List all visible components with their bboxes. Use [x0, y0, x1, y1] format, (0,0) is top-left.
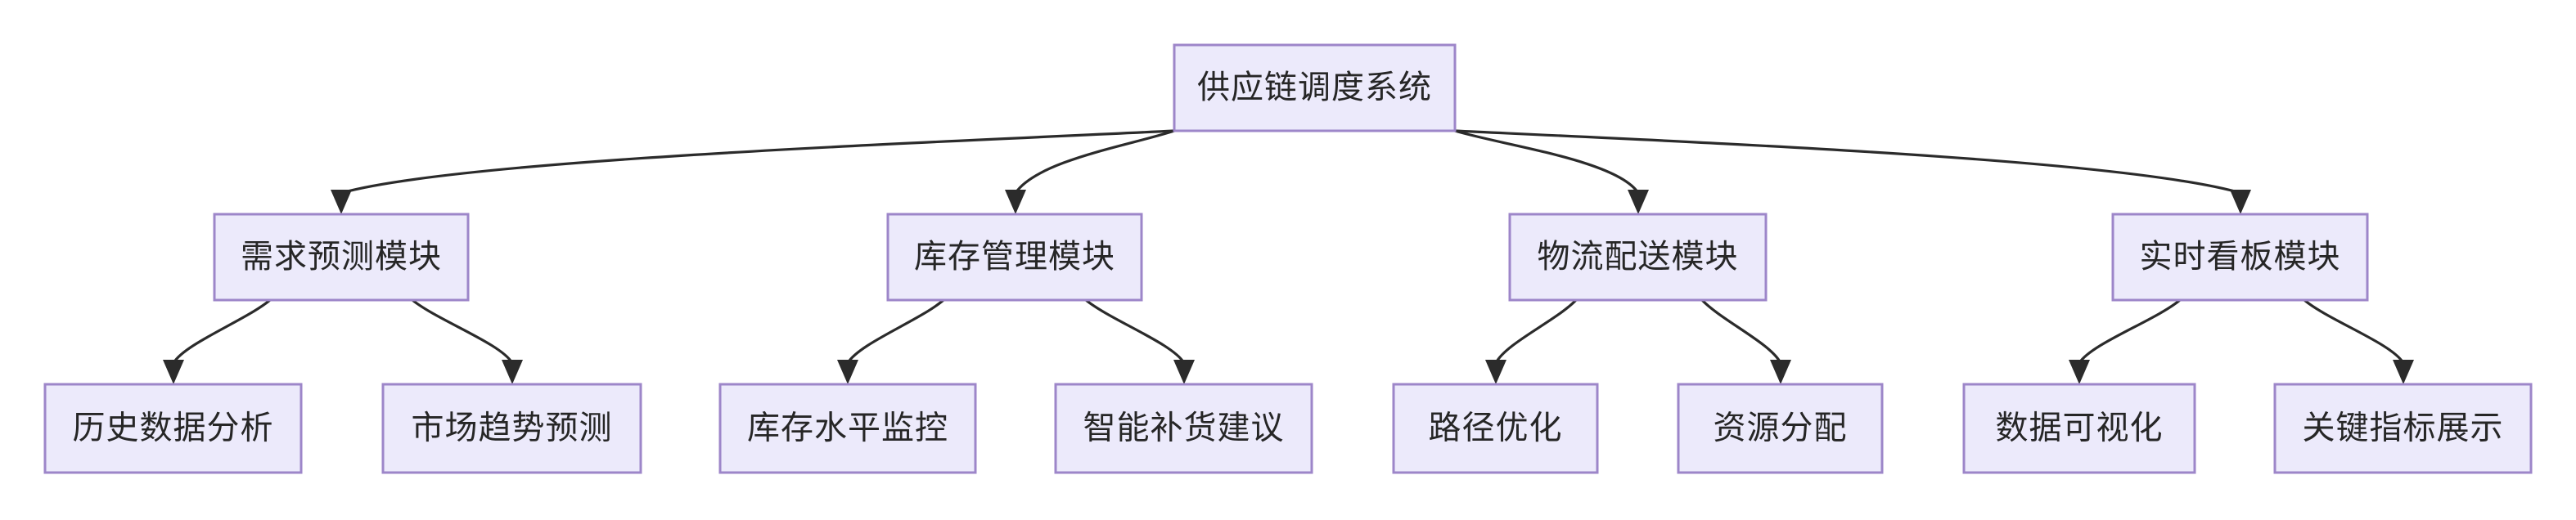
node-label: 资源分配 [1714, 410, 1848, 446]
edge-line [1494, 298, 1578, 365]
edge-line [2078, 298, 2182, 365]
edge-arrowhead-icon [2393, 360, 2414, 384]
edge-arrowhead-icon [2230, 190, 2251, 214]
flow-edge [2303, 298, 2414, 384]
flow-edge [1084, 298, 1195, 384]
flow-edge [1453, 129, 2251, 214]
node-label: 需求预测模块 [241, 239, 442, 275]
node-label: 关键指标展示 [2303, 410, 2504, 446]
node-label: 市场趋势预测 [412, 410, 613, 446]
node-label: 智能补货建议 [1083, 410, 1285, 446]
node-box[interactable] [2111, 213, 2369, 302]
edge-line [2303, 298, 2405, 365]
edge-line [1453, 129, 1640, 195]
flow-node-l3[interactable]: 库存水平监控 [718, 383, 977, 474]
node-box[interactable] [1508, 213, 1768, 302]
edge-arrowhead-icon [1770, 360, 1791, 384]
edge-arrowhead-icon [1628, 190, 1649, 214]
edge-line [172, 298, 272, 365]
node-box[interactable] [886, 213, 1143, 302]
node-label: 库存管理模块 [914, 239, 1115, 275]
node-label: 实时看板模块 [2140, 239, 2341, 275]
flow-node-l4[interactable]: 智能补货建议 [1054, 383, 1313, 474]
flow-edge [1453, 129, 1649, 214]
flow-node-root[interactable]: 供应链调度系统 [1173, 43, 1457, 132]
node-label: 库存水平监控 [747, 410, 948, 446]
node-box[interactable] [1962, 383, 2196, 474]
flow-node-m4[interactable]: 实时看板模块 [2111, 213, 2369, 302]
edge-line [1700, 298, 1782, 365]
node-label: 路径优化 [1429, 410, 1563, 446]
flow-edge [331, 129, 1176, 214]
flow-edge [163, 298, 272, 384]
node-box[interactable] [213, 213, 470, 302]
node-box[interactable] [1677, 383, 1884, 474]
flow-edge [2069, 298, 2182, 384]
edge-arrowhead-icon [837, 360, 858, 384]
node-box[interactable] [1173, 43, 1457, 132]
edge-arrowhead-icon [1005, 190, 1026, 214]
node-box[interactable] [1054, 383, 1313, 474]
flow-edge [1005, 129, 1176, 214]
edge-arrowhead-icon [163, 360, 184, 384]
flow-edge [411, 298, 523, 384]
node-label: 历史数据分析 [73, 410, 274, 446]
flow-edge [1700, 298, 1791, 384]
flow-node-l5[interactable]: 路径优化 [1392, 383, 1599, 474]
edge-arrowhead-icon [1173, 360, 1195, 384]
edge-arrowhead-icon [1485, 360, 1506, 384]
edge-line [1014, 129, 1176, 195]
flow-node-m3[interactable]: 物流配送模块 [1508, 213, 1768, 302]
edge-layer [163, 129, 2414, 384]
edge-line [411, 298, 514, 365]
flow-node-l6[interactable]: 资源分配 [1677, 383, 1884, 474]
flow-edge [1485, 298, 1578, 384]
flow-node-l2[interactable]: 市场趋势预测 [381, 383, 642, 474]
edge-line [1084, 298, 1186, 365]
node-label: 供应链调度系统 [1197, 69, 1432, 105]
flow-edge [837, 298, 945, 384]
edge-line [846, 298, 945, 365]
node-label: 物流配送模块 [1538, 239, 1739, 275]
node-box[interactable] [1392, 383, 1599, 474]
flow-node-m1[interactable]: 需求预测模块 [213, 213, 470, 302]
edge-line [1453, 129, 2242, 195]
node-box[interactable] [718, 383, 977, 474]
edge-arrowhead-icon [2069, 360, 2090, 384]
flow-node-m2[interactable]: 库存管理模块 [886, 213, 1143, 302]
flow-node-l8[interactable]: 关键指标展示 [2273, 383, 2533, 474]
flow-node-l7[interactable]: 数据可视化 [1962, 383, 2196, 474]
node-box[interactable] [381, 383, 642, 474]
edge-arrowhead-icon [502, 360, 523, 384]
node-box[interactable] [2273, 383, 2533, 474]
node-box[interactable] [43, 383, 303, 474]
edge-line [340, 129, 1176, 195]
node-label: 数据可视化 [1996, 410, 2164, 446]
flow-node-l1[interactable]: 历史数据分析 [43, 383, 303, 474]
edge-arrowhead-icon [331, 190, 352, 214]
